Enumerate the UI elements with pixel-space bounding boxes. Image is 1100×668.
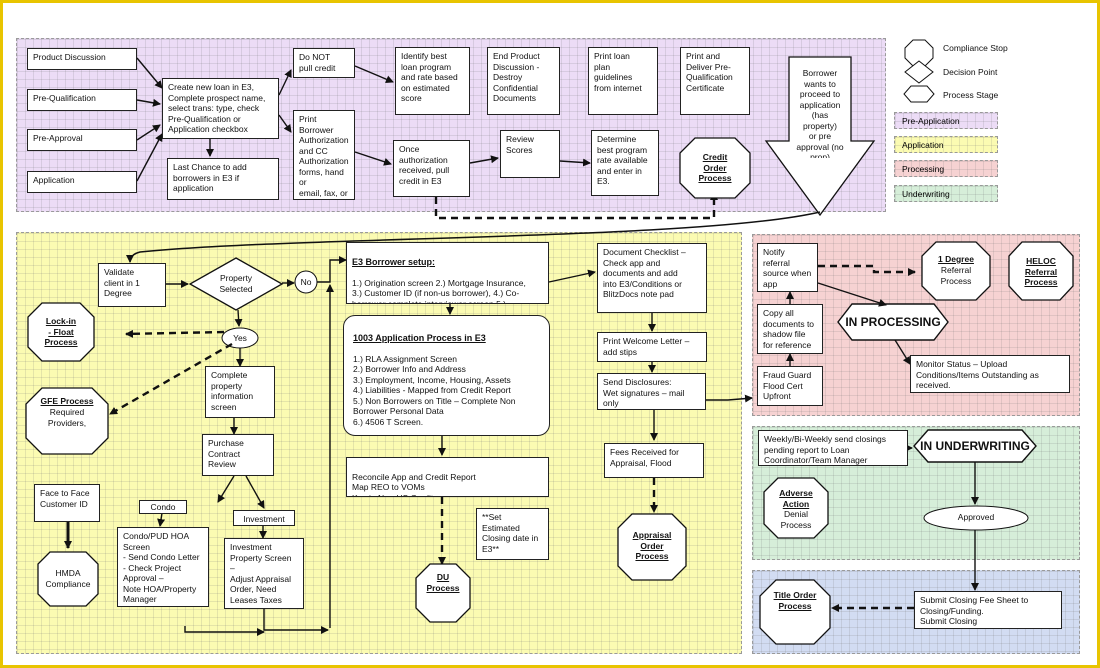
set-closing-box: **Set Estimated Closing date in E3** bbox=[476, 508, 549, 560]
legend-diamond-icon bbox=[904, 60, 934, 84]
last-chance-box: Last Chance to add borrowers in E3 if ap… bbox=[167, 158, 279, 200]
application-box: Application bbox=[27, 171, 137, 193]
one-degree-title: 1 Degree bbox=[938, 254, 974, 264]
du-octagon bbox=[415, 563, 471, 623]
e3-setup-title: E3 Borrower setup: bbox=[352, 256, 436, 267]
borrower-wants-label: Borrower wants to proceed to application… bbox=[796, 68, 844, 158]
purchase-contract-box: Purchase Contract Review bbox=[202, 434, 274, 476]
monitor-status-box: Monitor Status – Upload Conditions/Items… bbox=[910, 355, 1070, 393]
no-label: No bbox=[300, 277, 312, 287]
product-discussion-box: Product Discussion bbox=[27, 48, 137, 70]
approved-ellipse bbox=[923, 505, 1029, 531]
notify-referral-box: Notify referral source when app submitte… bbox=[757, 243, 818, 292]
credit-order-label: Credit Order Process bbox=[698, 152, 732, 183]
title-order-octagon bbox=[759, 579, 831, 645]
property-selected-diamond bbox=[188, 257, 284, 311]
copy-docs-box: Copy all documents to shadow file for re… bbox=[757, 304, 823, 354]
appraisal-order-label: Appraisal Order Process bbox=[632, 530, 672, 561]
pre-qualification-box: Pre-Qualification bbox=[27, 89, 137, 111]
gfe-title: GFE Process bbox=[40, 396, 94, 406]
reconcile-text: Reconcile App and Credit Report Map REO … bbox=[352, 471, 476, 497]
review-scores-box: Review Scores bbox=[500, 130, 560, 178]
fees-received-box: Fees Received for Appraisal, Flood bbox=[604, 443, 704, 478]
adverse-octagon bbox=[763, 477, 829, 539]
borrower-down-arrow bbox=[764, 56, 876, 217]
determine-best-box: Determine best program rate available an… bbox=[591, 130, 659, 196]
app-1003-title: 1003 Application Process in E3 bbox=[353, 332, 486, 343]
print-authorization-box: Print Borrower Authorization and CC Auth… bbox=[293, 110, 355, 200]
condo-pud-box: Condo/PUD HOA Screen - Send Condo Letter… bbox=[117, 527, 209, 607]
approved-label: Approved bbox=[957, 512, 995, 522]
create-loan-box: Create new loan in E3, Complete prospect… bbox=[162, 78, 279, 139]
submit-closing-box: Submit Closing Fee Sheet to Closing/Fund… bbox=[914, 591, 1062, 629]
identify-best-box: Identify best loan program and rate base… bbox=[395, 47, 470, 115]
app-1003-box: 1003 Application Process in E3 1.) RLA A… bbox=[343, 315, 550, 436]
validate-client-box: Validate client in 1 Degree bbox=[98, 263, 166, 307]
print-deliver-box: Print and Deliver Pre- Qualification Cer… bbox=[680, 47, 750, 115]
title-order-label: Title Order Process bbox=[773, 590, 817, 611]
e3-setup-body: 1.) Origination screen 2.) Mortgage Insu… bbox=[352, 277, 526, 304]
appraisal-octagon bbox=[617, 513, 687, 581]
lock-in-label: Lock-in - Float Process bbox=[44, 316, 78, 347]
investment-screen-box: Investment Property Screen – Adjust Appr… bbox=[224, 538, 304, 609]
gfe-octagon bbox=[25, 387, 109, 455]
heloc-octagon bbox=[1008, 241, 1074, 301]
weekly-report-box: Weekly/Bi-Weekly send closings pending r… bbox=[758, 430, 908, 466]
in-underwriting-label: IN UNDERWRITING bbox=[920, 439, 1030, 453]
doc-checklist-box: Document Checklist – Check app and docum… bbox=[597, 243, 707, 313]
gfe-sub: Required Providers, bbox=[47, 407, 87, 428]
investment-box: Investment bbox=[233, 510, 295, 526]
yes-label: Yes bbox=[233, 333, 247, 343]
send-disclosures-box: Send Disclosures: Wet signatures – mail … bbox=[597, 373, 706, 410]
print-loan-plan-box: Print loan plan guidelines from internet bbox=[588, 47, 658, 115]
once-authorization-box: Once authorization received, pull credit… bbox=[393, 140, 470, 197]
in-underwriting-hexagon bbox=[913, 429, 1037, 463]
in-processing-hexagon bbox=[837, 303, 949, 341]
legend-underwriting: Underwriting bbox=[894, 185, 998, 202]
print-welcome-box: Print Welcome Letter – add stips bbox=[597, 332, 707, 362]
credit-order-octagon bbox=[679, 137, 751, 199]
hmda-label: HMDA Compliance bbox=[45, 568, 91, 589]
face-to-face-box: Face to Face Customer ID bbox=[34, 484, 100, 522]
legend-decision-point: Decision Point bbox=[943, 67, 998, 77]
du-process-label: DU Process bbox=[426, 572, 460, 593]
one-degree-sub: Referral Process bbox=[940, 265, 972, 286]
reconcile-box: Reconcile App and Credit Report Map REO … bbox=[346, 457, 549, 497]
complete-property-box: Complete property information screen bbox=[205, 366, 275, 418]
pre-approval-box: Pre-Approval bbox=[27, 129, 137, 151]
end-product-box: End Product Discussion - Destroy Confide… bbox=[487, 47, 560, 115]
hmda-octagon bbox=[37, 551, 99, 607]
condo-box: Condo bbox=[139, 500, 187, 514]
lock-in-octagon bbox=[27, 302, 95, 362]
legend-processing: Processing bbox=[894, 160, 998, 177]
in-processing-label: IN PROCESSING bbox=[845, 315, 941, 329]
adverse-title: Adverse Action bbox=[779, 488, 813, 509]
legend-pre-application: Pre-Application bbox=[894, 112, 998, 129]
legend-process-stage: Process Stage bbox=[943, 90, 999, 100]
e3-setup-box: E3 Borrower setup: 1.) Origination scree… bbox=[346, 242, 549, 304]
heloc-label: HELOC Referral Process bbox=[1024, 256, 1058, 287]
property-selected-label: Property Selected bbox=[219, 273, 253, 294]
app-1003-body: 1.) RLA Assignment Screen 2.) Borrower I… bbox=[353, 353, 516, 427]
adverse-sub: Denial Process bbox=[780, 509, 812, 530]
legend-application: Application bbox=[894, 136, 998, 153]
legend-hexagon-icon bbox=[903, 85, 935, 103]
fraud-guard-box: Fraud Guard Flood Cert Upfront bbox=[757, 366, 823, 406]
one-degree-octagon bbox=[921, 241, 991, 301]
do-not-pull-box: Do NOT pull credit bbox=[293, 48, 355, 78]
legend-compliance-stop: Compliance Stop bbox=[943, 43, 1008, 53]
